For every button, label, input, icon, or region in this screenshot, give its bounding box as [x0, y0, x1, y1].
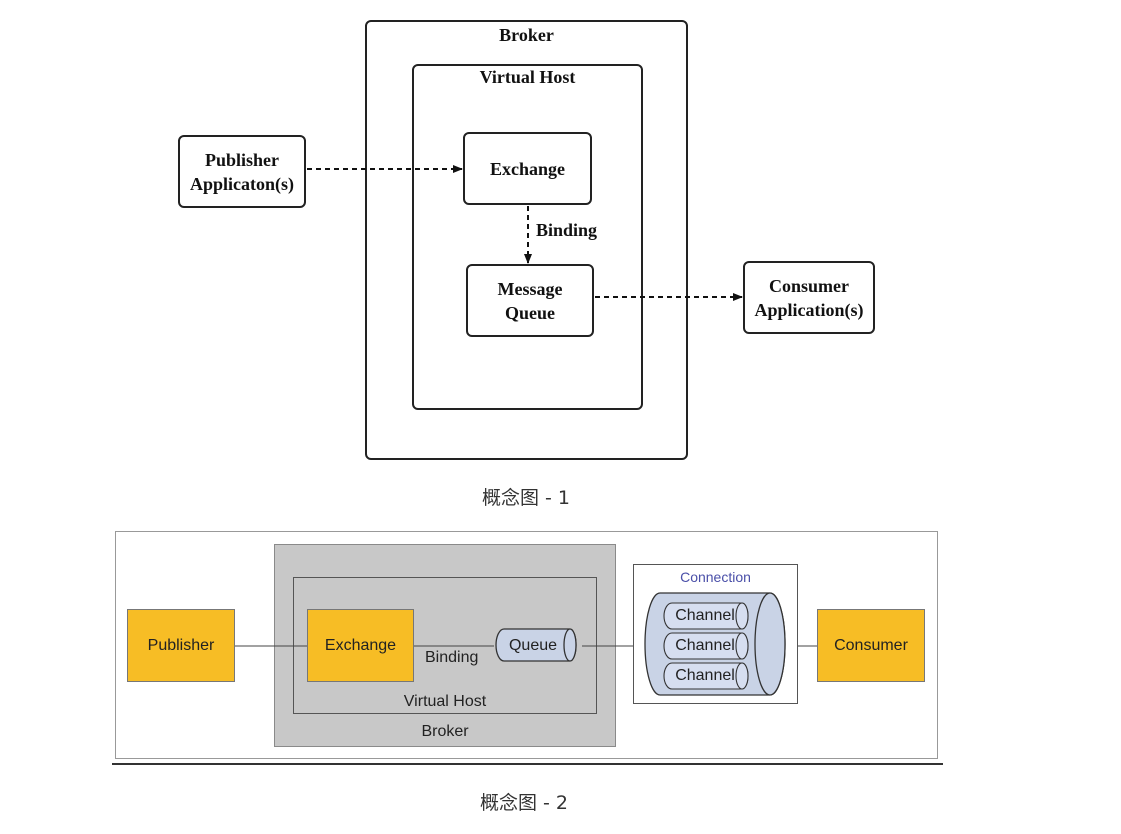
exchange-box-2: Exchange — [307, 609, 414, 682]
consumer-label-2: Consumer — [834, 636, 908, 654]
exchange-label-2: Exchange — [324, 636, 397, 654]
queue-label-2: Queue — [508, 637, 558, 654]
publisher-label-2: Publisher — [147, 636, 215, 654]
consumer-applications-box: Consumer Application(s) — [743, 261, 875, 334]
broker-label: Broker — [499, 25, 554, 45]
virtual-host-box — [412, 64, 643, 410]
channel-tube-1 — [663, 602, 749, 630]
message-queue-box: Message Queue — [466, 264, 594, 337]
channel-tube-3 — [663, 662, 749, 690]
connection-pipe — [644, 592, 786, 696]
virtual-host-label: Virtual Host — [479, 67, 576, 87]
queue-line-1: Message — [497, 278, 563, 299]
publisher-applications-box: Publisher Applicaton(s) — [178, 135, 306, 208]
channel-tube-2 — [663, 632, 749, 660]
virtual-host-label-2: Virtual Host — [403, 693, 487, 710]
exchange-label: Exchange — [489, 158, 565, 179]
publisher-line-2: Applicaton(s) — [189, 173, 294, 194]
caption-1: 概念图 - 1 — [481, 487, 571, 509]
consumer-line-1: Consumer — [769, 275, 849, 296]
broker-label-2: Broker — [421, 723, 469, 740]
divider-line — [112, 763, 943, 765]
binding-label-2: Binding — [425, 649, 479, 666]
channel-label-1: Channel — [675, 607, 735, 624]
publisher-box-2: Publisher — [127, 609, 235, 682]
consumer-line-2: Application(s) — [754, 299, 864, 320]
publisher-line-1: Publisher — [204, 149, 279, 170]
binding-label: Binding — [536, 220, 598, 240]
caption-2: 概念图 - 2 — [479, 792, 569, 814]
diagram-2-lines — [235, 645, 818, 647]
exchange-box: Exchange — [463, 132, 592, 205]
connection-label: Connection — [680, 569, 751, 585]
channel-label-2: Channel — [675, 637, 735, 654]
consumer-box-2: Consumer — [817, 609, 925, 682]
queue-cylinder — [495, 628, 577, 662]
diagram-1-arrows — [307, 165, 743, 301]
queue-line-2: Queue — [504, 302, 555, 323]
channel-label-3: Channel — [675, 667, 735, 684]
